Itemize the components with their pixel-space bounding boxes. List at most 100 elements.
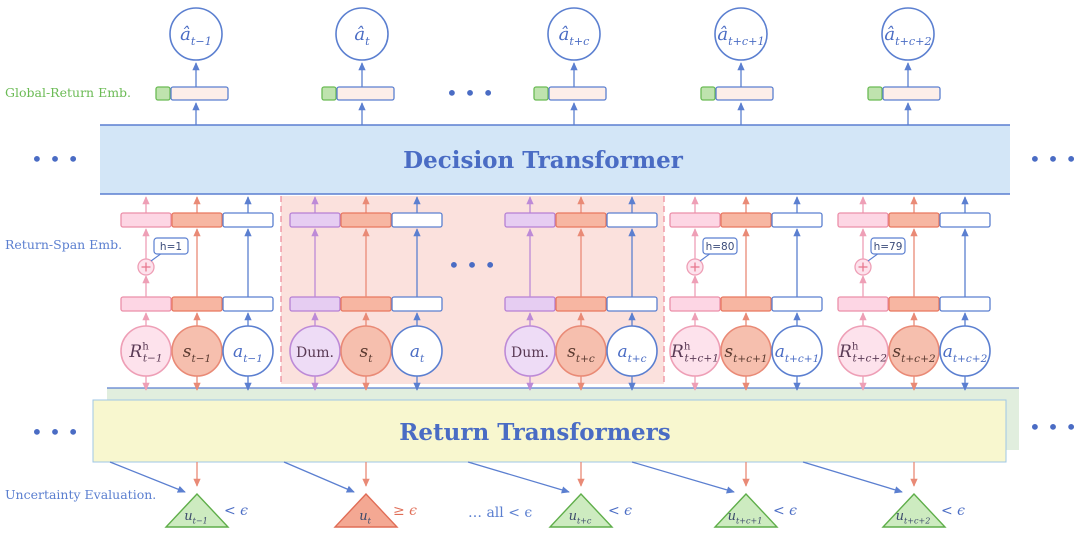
output-circle-1 (335, 7, 389, 61)
all-less-note: … all < ϵ (468, 505, 532, 521)
bottom-embed-box-4-1 (888, 296, 940, 312)
uncertainty-label-0-sub: t−1 (193, 517, 208, 526)
global-return-embed-2 (548, 86, 607, 101)
rt-to-eval-diag-arrow-3 (631, 461, 735, 494)
top-embed-box-1-1 (340, 212, 392, 228)
token-label-1-1-base: s (360, 342, 369, 362)
uncertainty-label-4: ut+c+2 (896, 509, 931, 526)
output-circle-0 (169, 7, 223, 61)
token-label-4-1-base: s (892, 342, 901, 362)
uncertainty-label-2: ut+c (569, 509, 592, 526)
uncertainty-relation-0: < ϵ (224, 503, 248, 519)
return-span-emb-label: Return-Span Emb. (5, 237, 122, 252)
h-callout-box-3 (702, 237, 738, 255)
rt-to-eval-diag-arrow-4 (802, 461, 903, 494)
output-label-0: ât−1 (180, 24, 212, 48)
top-embed-box-4-2 (939, 212, 991, 228)
output-label-2-sub: t+c (569, 35, 590, 48)
uncertainty-label-2-base: u (569, 509, 577, 524)
output-circle-3 (714, 7, 768, 61)
uncertainty-triangle-1 (333, 492, 399, 528)
global-return-embed-0 (170, 86, 229, 101)
bottom-embed-box-4-2 (939, 296, 991, 312)
token-label-4-1-sub: t+c+2 (901, 353, 936, 365)
uncertainty-eval-label: Uncertainty Evaluation. (5, 487, 156, 502)
h-callout-text-0: h=1 (160, 241, 182, 253)
rt-to-eval-diag-arrow-1 (283, 461, 355, 493)
uncertainty-triangle-4 (881, 492, 947, 528)
uncertainty-triangle-2 (548, 492, 614, 528)
token-circle-0-1 (171, 325, 223, 377)
token-label-0-0-sub: t−1 (143, 353, 163, 365)
token-label-2-1: st+c (567, 342, 595, 365)
return-transformers-title: Return Transformers (399, 419, 670, 446)
token-label-3-2-sub: t+c+1 (785, 353, 819, 365)
rt-to-eval-diag-arrow-0 (109, 461, 186, 493)
token-label-0-0-base: R (128, 342, 142, 362)
output-label-2-base: â (559, 24, 570, 45)
uncertainty-label-0: ut−1 (184, 509, 207, 526)
h-callout-text-3: h=80 (706, 241, 735, 253)
global-return-embed-1 (336, 86, 395, 101)
uncertainty-label-1-base: u (359, 509, 367, 524)
token-label-3-0-sub: t+c+1 (684, 353, 718, 365)
global-return-embed-3 (715, 86, 774, 101)
uncertainty-label-0-base: u (184, 509, 192, 524)
token-label-1-0-base: Dum. (296, 345, 334, 361)
token-label-0-0-sup: h (142, 341, 149, 352)
token-label-3-1-sub: t+c+1 (733, 353, 767, 365)
top-embed-box-0-0 (120, 212, 172, 228)
token-label-2-2: at+c (617, 342, 646, 365)
uncertainty-relation-3: < ϵ (773, 503, 797, 519)
uncertainty-label-2-sub: t+c (577, 517, 592, 526)
global-return-emb-label: Global-Return Emb. (5, 85, 131, 100)
output-label-2: ât+c (559, 24, 591, 48)
bottom-embed-box-2-0 (504, 296, 556, 312)
bottom-embed-box-0-2 (222, 296, 274, 312)
token-label-2-2-base: a (617, 342, 627, 362)
token-label-3-1: st+c+1 (724, 342, 767, 365)
top-embed-box-1-2 (391, 212, 443, 228)
bottom-embed-box-1-2 (391, 296, 443, 312)
token-label-2-2-sub: t+c (628, 353, 647, 365)
token-circle-2-2 (606, 325, 658, 377)
bottom-embed-box-0-1 (171, 296, 223, 312)
top-embed-box-3-1 (720, 212, 772, 228)
global-return-token-1 (321, 86, 337, 101)
output-label-0-sub: t−1 (191, 35, 212, 48)
token-label-1-2-sub: t (420, 353, 425, 365)
bottom-embed-box-2-1 (555, 296, 607, 312)
token-label-1-0: Dum. (296, 345, 334, 361)
decision-transformer-block (100, 125, 1010, 194)
global-return-embed-4 (882, 86, 941, 101)
ellipsis-dt-left: • • • (31, 147, 79, 171)
output-label-4-base: â (884, 24, 895, 45)
h-callout-box-0 (153, 237, 189, 255)
token-label-1-2: at (410, 342, 425, 365)
top-embed-box-2-0 (504, 212, 556, 228)
bottom-embed-box-1-0 (289, 296, 341, 312)
top-embed-box-3-0 (669, 212, 721, 228)
uncertainty-triangle-0 (164, 492, 230, 528)
ellipsis-middle: • • • (448, 253, 496, 277)
ellipsis-dt-right: • • • (1029, 147, 1077, 171)
uncertainty-triangle-3 (713, 492, 779, 528)
h-callout-text-4: h=79 (874, 241, 903, 253)
uncertainty-label-1-sub: t (368, 517, 372, 526)
top-embed-box-0-2 (222, 212, 274, 228)
output-label-3: ât+c+1 (717, 24, 764, 48)
token-circle-2-1 (555, 325, 607, 377)
top-embed-box-4-1 (888, 212, 940, 228)
output-label-1-base: â (354, 24, 365, 45)
token-label-3-2-base: a (775, 342, 785, 362)
bottom-embed-box-0-0 (120, 296, 172, 312)
token-label-2-1-base: s (567, 342, 576, 362)
output-label-4-sub: t+c+2 (895, 35, 932, 48)
token-label-3-1-base: s (724, 342, 733, 362)
uncertainty-label-3-base: u (728, 509, 736, 524)
token-label-3-0-sup: h (684, 341, 691, 352)
output-label-1-sub: t (365, 35, 370, 48)
